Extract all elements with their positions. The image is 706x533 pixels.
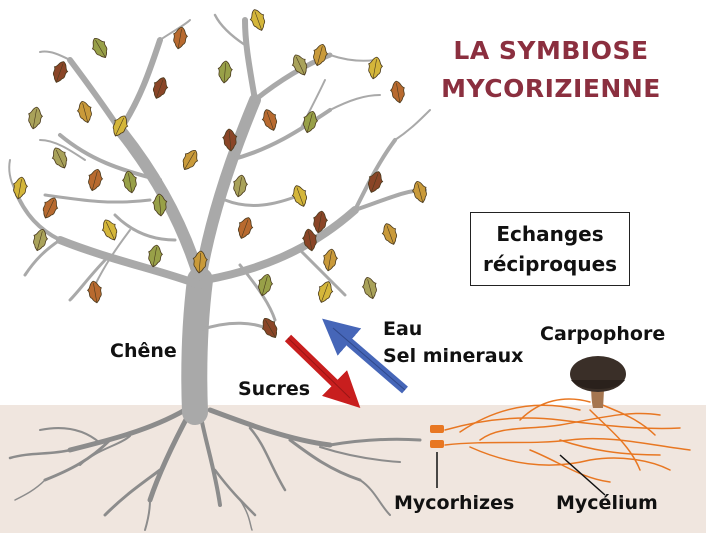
title-line-1: LA SYMBIOSE bbox=[416, 32, 686, 70]
mycelium-label: Mycélium bbox=[556, 492, 658, 514]
oak-leaf bbox=[217, 60, 233, 83]
oak-leaf bbox=[235, 215, 256, 240]
oak-leaf bbox=[389, 80, 407, 104]
oak-leaf bbox=[290, 183, 311, 208]
oak-leaf bbox=[248, 7, 269, 32]
oak-leaf bbox=[255, 273, 274, 298]
oak-leaf bbox=[171, 26, 189, 50]
oak-leaf bbox=[150, 75, 171, 100]
minerals-label: Sel mineraux bbox=[383, 345, 523, 367]
oak-leaf bbox=[11, 176, 29, 200]
oak-leaf bbox=[39, 195, 61, 221]
oak-leaf bbox=[86, 280, 104, 304]
oak-leaf bbox=[26, 106, 44, 130]
oak-leaf bbox=[321, 248, 339, 272]
oak-leaves bbox=[11, 7, 429, 341]
mycorrhizae-label: Mycorhizes bbox=[394, 492, 514, 514]
oak-leaf bbox=[360, 276, 379, 301]
exchange-box: Echanges réciproques bbox=[470, 212, 630, 286]
oak-leaf bbox=[146, 244, 164, 268]
oak-leaf bbox=[380, 221, 401, 246]
oak-leaf bbox=[85, 168, 104, 193]
oak-leaf bbox=[178, 147, 201, 173]
oak-leaf bbox=[75, 100, 94, 125]
water-label: Eau bbox=[383, 318, 422, 340]
oak-leaf bbox=[366, 56, 384, 80]
oak-leaf bbox=[410, 180, 429, 205]
tree-label: Chêne bbox=[110, 340, 177, 362]
oak-leaf bbox=[260, 107, 281, 132]
oak-leaf bbox=[231, 174, 249, 198]
exchange-box-line-2: réciproques bbox=[471, 249, 629, 279]
oak-leaf bbox=[50, 59, 71, 84]
sugars-label: Sucres bbox=[238, 378, 310, 400]
diagram-title: LA SYMBIOSE MYCORIZIENNE bbox=[416, 32, 686, 108]
oak-leaf bbox=[88, 35, 111, 61]
exchange-box-line-1: Echanges bbox=[471, 219, 629, 249]
oak-leaf bbox=[99, 217, 121, 243]
title-line-2: MYCORIZIENNE bbox=[416, 70, 686, 108]
fruiting-body-label: Carpophore bbox=[540, 323, 665, 345]
